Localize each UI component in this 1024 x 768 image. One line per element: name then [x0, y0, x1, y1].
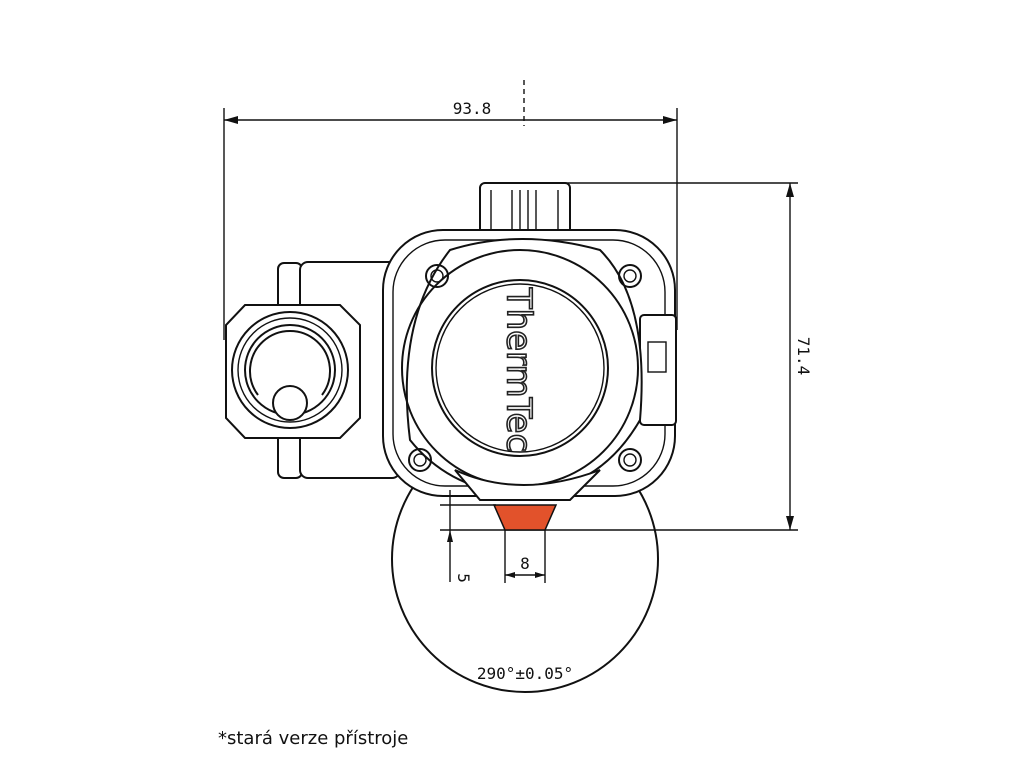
height-label: 71.4 [794, 337, 813, 376]
height-dimension: 71.4 [440, 182, 813, 531]
nozzle-offset-dimension: 5 [440, 490, 496, 583]
nozzle-width-dimension: 8 [504, 530, 546, 583]
main-body: ThermTec [382, 229, 677, 501]
nozzle-offset-label: 5 [454, 573, 473, 583]
laser-nozzle [492, 504, 558, 531]
nozzle-width-label: 8 [520, 554, 530, 573]
eyepiece-assembly [225, 261, 401, 479]
width-dimension: 93.8 [223, 80, 678, 340]
angle-label: 290°±0.05° [477, 664, 573, 683]
caption: *stará verze přístroje [218, 728, 409, 749]
width-label: 93.8 [453, 99, 492, 118]
focus-knob [479, 182, 571, 238]
screw-icon [408, 264, 642, 472]
brand-logo: ThermTec [499, 287, 539, 452]
